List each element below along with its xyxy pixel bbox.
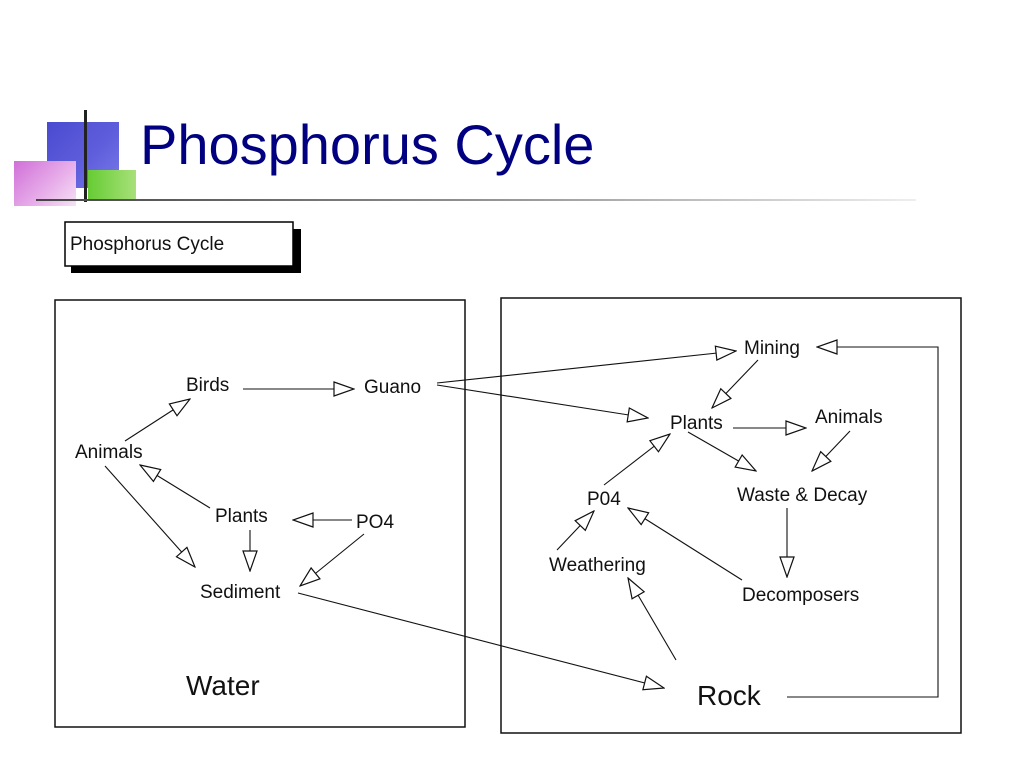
node-birds: Birds: [186, 375, 229, 396]
slide-title: Phosphorus Cycle: [140, 113, 595, 176]
edge-plants-animals: [140, 465, 211, 509]
node-mining: Mining: [744, 338, 800, 359]
node-animals-water: Animals: [75, 442, 143, 463]
edge-rock-weathering: [628, 578, 677, 661]
edge-animals-sediment: [104, 465, 195, 567]
node-decomposers: Decomposers: [742, 585, 859, 606]
edge-po4-sediment: [300, 533, 365, 586]
decor-vertical-line: [84, 110, 87, 202]
diagram-caption-box: Phosphorus Cycle: [64, 221, 301, 273]
edge-mining-plants: [712, 359, 759, 408]
water-label: Water: [186, 670, 260, 701]
node-animals-rock: Animals: [815, 407, 883, 428]
water-panel: [54, 299, 466, 728]
node-sediment: Sediment: [200, 582, 281, 603]
node-po4-water: PO4: [356, 512, 394, 533]
pink-decor-square: [14, 161, 76, 206]
edge-guano-plants: [436, 384, 648, 418]
edge-animals-birds: [124, 399, 190, 442]
title-underline: [36, 199, 916, 201]
edge-animals-waste: [812, 430, 851, 471]
green-decor-square: [88, 170, 136, 200]
edge-weathering-p04: [556, 511, 594, 551]
edge-decomposers-p04: [628, 508, 743, 581]
diagram-caption: Phosphorus Cycle: [70, 234, 224, 255]
edge-plants-waste: [687, 431, 756, 471]
node-weathering: Weathering: [549, 555, 646, 576]
node-p04-rock: P04: [587, 489, 621, 510]
edge-sediment-rock: [297, 592, 664, 688]
edge-p04-plants: [603, 434, 670, 486]
node-plants-water: Plants: [215, 506, 268, 527]
node-plants-rock: Plants: [670, 413, 723, 434]
rock-panel: [500, 297, 962, 734]
rock-label: Rock: [697, 680, 762, 711]
edge-rock-mining: [787, 347, 939, 698]
edge-guano-mining: [436, 351, 736, 384]
node-waste-decay: Waste & Decay: [737, 485, 868, 506]
node-guano: Guano: [364, 377, 421, 398]
